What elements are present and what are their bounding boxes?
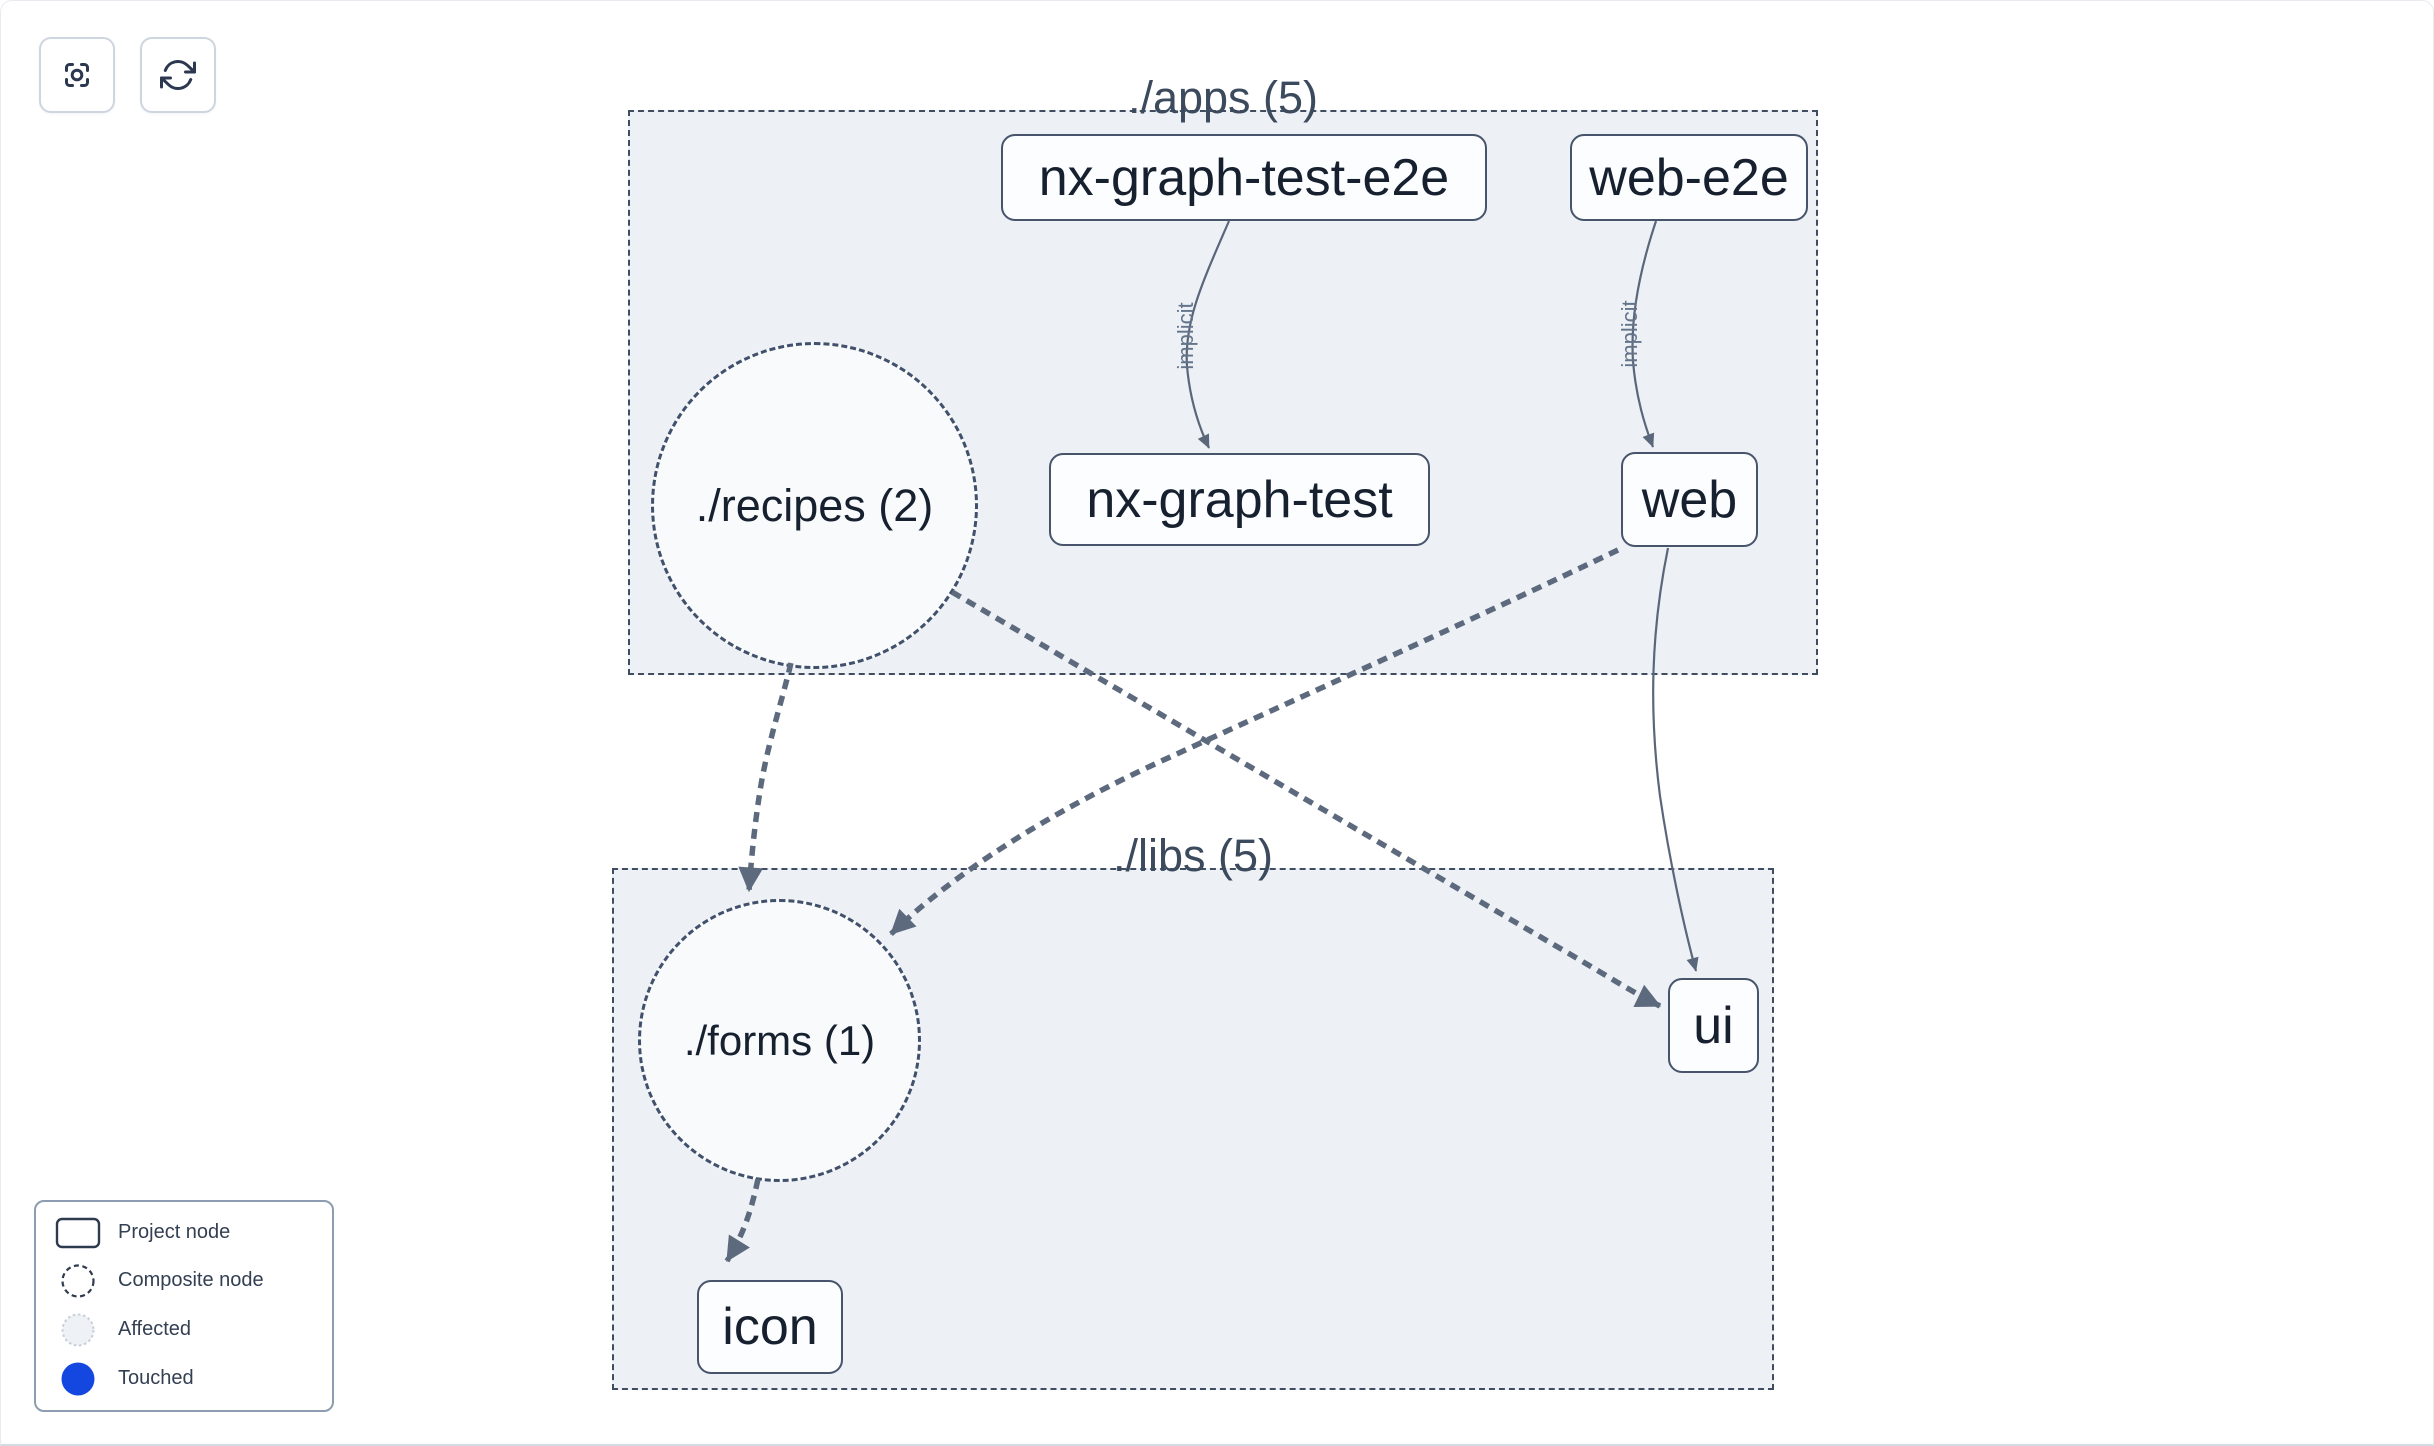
refresh-graph-button[interactable] — [140, 37, 216, 113]
composite-node-forms[interactable]: ./forms (1) — [638, 899, 921, 1182]
focus-target-icon — [65, 63, 89, 87]
refresh-icon — [160, 60, 196, 90]
node-ui-label: ui — [1693, 996, 1734, 1055]
composite-node-recipes[interactable]: ./recipes (2) — [651, 342, 978, 669]
affected-swatch-icon — [52, 1312, 104, 1348]
project-node-swatch-icon — [52, 1216, 104, 1250]
legend-label-composite-node: Composite node — [118, 1269, 264, 1291]
touched-swatch-icon — [52, 1361, 104, 1397]
legend-item-touched: Touched — [52, 1361, 316, 1397]
node-web-label: web — [1641, 470, 1738, 529]
legend-label-affected: Affected — [118, 1318, 192, 1340]
node-nx-graph-test-e2e-label: nx-graph-test-e2e — [1038, 148, 1450, 207]
node-ui[interactable]: ui — [1668, 978, 1759, 1073]
composite-node-recipes-label: ./recipes (2) — [695, 479, 934, 531]
legend-item-affected: Affected — [52, 1312, 316, 1348]
legend-item-project-node: Project node — [52, 1216, 316, 1250]
node-nx-graph-test-e2e[interactable]: nx-graph-test-e2e — [1001, 134, 1487, 221]
node-web[interactable]: web — [1621, 452, 1758, 547]
node-nx-graph-test[interactable]: nx-graph-test — [1049, 453, 1430, 546]
center-graph-button[interactable] — [39, 37, 115, 113]
node-web-e2e[interactable]: web-e2e — [1570, 134, 1808, 221]
legend-label-touched: Touched — [118, 1367, 194, 1389]
legend-item-composite-node: Composite node — [52, 1263, 316, 1299]
composite-node-swatch-icon — [52, 1263, 104, 1299]
group-apps-label: ./apps (5) — [1127, 71, 1319, 123]
node-icon-label: icon — [722, 1298, 818, 1356]
node-icon[interactable]: icon — [697, 1280, 843, 1374]
legend: Project node Composite node Affected Tou… — [34, 1200, 334, 1412]
node-web-e2e-label: web-e2e — [1589, 148, 1789, 207]
node-nx-graph-test-label: nx-graph-test — [1086, 470, 1393, 529]
composite-node-forms-label: ./forms (1) — [683, 1016, 876, 1064]
group-libs-label: ./libs (5) — [1112, 829, 1274, 881]
legend-label-project-node: Project node — [118, 1221, 231, 1243]
